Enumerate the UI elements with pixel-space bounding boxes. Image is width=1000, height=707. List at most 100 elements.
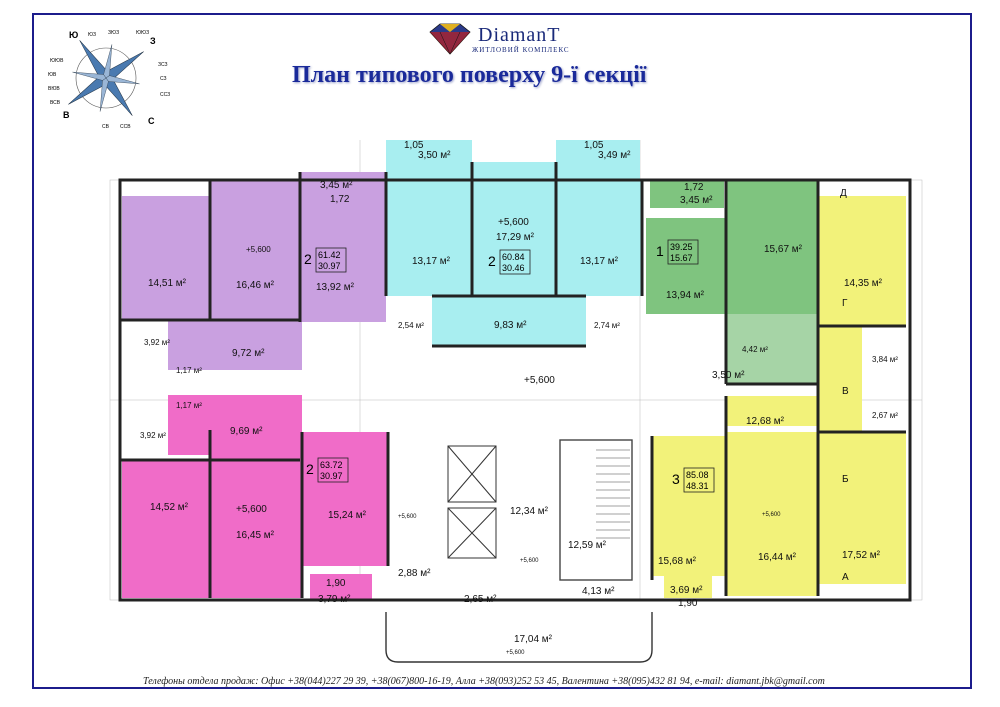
room-area: 14,51 м² bbox=[148, 278, 187, 289]
apartment-rooms: 2 bbox=[304, 251, 312, 267]
room-area: 1,17 м² bbox=[176, 401, 202, 410]
room-area: 16,45 м² bbox=[236, 530, 275, 541]
apartment-badge-box bbox=[667, 239, 699, 265]
room-area: 4,42 м² bbox=[742, 345, 768, 354]
level-mark: +5,600 bbox=[520, 558, 539, 564]
apartment-total-area: 85.08 bbox=[686, 470, 709, 480]
compass-minor: ЮВ bbox=[48, 72, 57, 78]
section-letter: А bbox=[842, 572, 849, 583]
balcony-bottom bbox=[385, 612, 653, 663]
room-area: 2,88 м² bbox=[398, 568, 431, 579]
compass-label-e: В bbox=[63, 110, 70, 120]
room-area: 2,74 м² bbox=[594, 321, 620, 330]
brand-subtitle: ЖИТЛОВИЙ КОМПЛЕКС bbox=[472, 46, 570, 54]
room-area: 3,92 м² bbox=[140, 431, 166, 440]
compass-label-n: С bbox=[148, 116, 155, 126]
room-area: 2,67 м² bbox=[872, 411, 898, 420]
room-area: 13,17 м² bbox=[412, 256, 451, 267]
apartment-total-area: 61.42 bbox=[318, 250, 341, 260]
section-letter: Г bbox=[842, 298, 848, 309]
room-area: 1,90 bbox=[678, 598, 698, 609]
apartment-rooms: 2 bbox=[488, 253, 496, 269]
compass-minor: ВЮВ bbox=[48, 86, 60, 92]
room-area: 17,52 м² bbox=[842, 550, 881, 561]
room-area: 3,84 м² bbox=[872, 355, 898, 364]
apartment-rooms: 2 bbox=[306, 461, 314, 477]
footer-contacts: Телефоны отдела продаж: Офис +38(044)227… bbox=[143, 676, 825, 687]
room-area: 3,50 м² bbox=[418, 150, 451, 161]
room-area: 9,72 м² bbox=[232, 348, 265, 359]
elevator-shaft bbox=[447, 445, 497, 559]
room-area: 14,52 м² bbox=[150, 502, 189, 513]
level-mark: +5,600 bbox=[762, 512, 781, 518]
room-area: 2,65 м² bbox=[464, 594, 497, 605]
apartment-rooms: 1 bbox=[656, 243, 664, 259]
apartment-badge-box bbox=[315, 247, 347, 273]
apartment-badge-box bbox=[683, 467, 715, 493]
level-mark: +5,600 bbox=[498, 217, 529, 228]
section-letter: Д bbox=[840, 188, 847, 199]
room-area: 3,45 м² bbox=[680, 195, 713, 206]
room-area: 12,34 м² bbox=[510, 506, 549, 517]
apartment-living-area: 30.46 bbox=[502, 263, 525, 273]
section-letter: Б bbox=[842, 474, 849, 485]
compass-rose-icon: Ю З С В ЮЗ ЗЮЗ ЗСЗ СЗ ССЗ ССВ СВ ВСВ ВЮВ… bbox=[48, 30, 170, 130]
level-mark: +5,600 bbox=[246, 245, 271, 254]
apartment-total-area: 60.84 bbox=[502, 252, 525, 262]
room-area: 17,29 м² bbox=[496, 232, 535, 243]
room-area: 1,05 bbox=[404, 140, 424, 151]
apartment-2-center bbox=[386, 140, 642, 346]
room-area: 9,69 м² bbox=[230, 426, 263, 437]
walls bbox=[118, 162, 912, 602]
room-area: 13,92 м² bbox=[316, 282, 355, 293]
section-letter: В bbox=[842, 386, 849, 397]
room-area: 3,69 м² bbox=[670, 585, 703, 596]
room-area: 1,05 bbox=[584, 140, 604, 151]
apartment-3-right bbox=[652, 196, 906, 598]
room-area: 1,72 bbox=[330, 194, 350, 205]
room-area: 12,59 м² bbox=[568, 540, 607, 551]
diamond-logo-icon bbox=[429, 23, 471, 55]
compass-minor: ССЗ bbox=[160, 92, 170, 98]
room-area: 3,45 м² bbox=[320, 180, 353, 191]
apartment-2-left-top bbox=[122, 172, 386, 370]
compass-minor: ЮЗ bbox=[88, 32, 96, 38]
room-area: 1,72 bbox=[684, 182, 704, 193]
room-area: 1,90 bbox=[326, 578, 346, 589]
apartment-2-left-bottom bbox=[122, 395, 388, 600]
room-area: 13,94 м² bbox=[666, 290, 705, 301]
apartment-rooms: 3 bbox=[672, 471, 680, 487]
room-area: 15,68 м² bbox=[658, 556, 697, 567]
level-mark: +5,600 bbox=[506, 650, 525, 656]
room-area: 3,92 м² bbox=[144, 338, 170, 347]
page-title: План типового поверху 9-ї секції bbox=[292, 62, 647, 88]
compass-label-s: Ю bbox=[69, 30, 78, 40]
room-area: 4,13 м² bbox=[582, 586, 615, 597]
apartment-living-area: 30.97 bbox=[320, 471, 343, 481]
apartment-total-area: 39.25 bbox=[670, 242, 693, 252]
compass-minor: ССВ bbox=[120, 124, 131, 130]
room-area: 9,83 м² bbox=[494, 320, 527, 331]
apartment-badge-box bbox=[499, 249, 531, 275]
room-area: 3,50 м² bbox=[712, 370, 745, 381]
room-area: 16,46 м² bbox=[236, 280, 275, 291]
compass-minor: ЗСЗ bbox=[158, 62, 168, 68]
apartment-living-area: 15.67 bbox=[670, 253, 693, 263]
compass-minor: ВСВ bbox=[50, 100, 61, 106]
compass-minor: ЗЮЗ bbox=[108, 30, 119, 36]
brand-name: DiamanT bbox=[478, 24, 561, 46]
room-area: 15,24 м² bbox=[328, 510, 367, 521]
room-area: 12,68 м² bbox=[746, 416, 785, 427]
stairwell bbox=[559, 439, 633, 581]
level-mark: +5,600 bbox=[398, 514, 417, 520]
compass-label-w: З bbox=[150, 36, 156, 46]
apartment-badge-box bbox=[317, 457, 349, 483]
room-area: 13,17 м² bbox=[580, 256, 619, 267]
compass-minor: СЗ bbox=[160, 76, 167, 82]
compass-minor: СВ bbox=[102, 124, 110, 130]
room-area: 15,67 м² bbox=[764, 244, 803, 255]
room-area: 3,79 м² bbox=[318, 594, 351, 605]
